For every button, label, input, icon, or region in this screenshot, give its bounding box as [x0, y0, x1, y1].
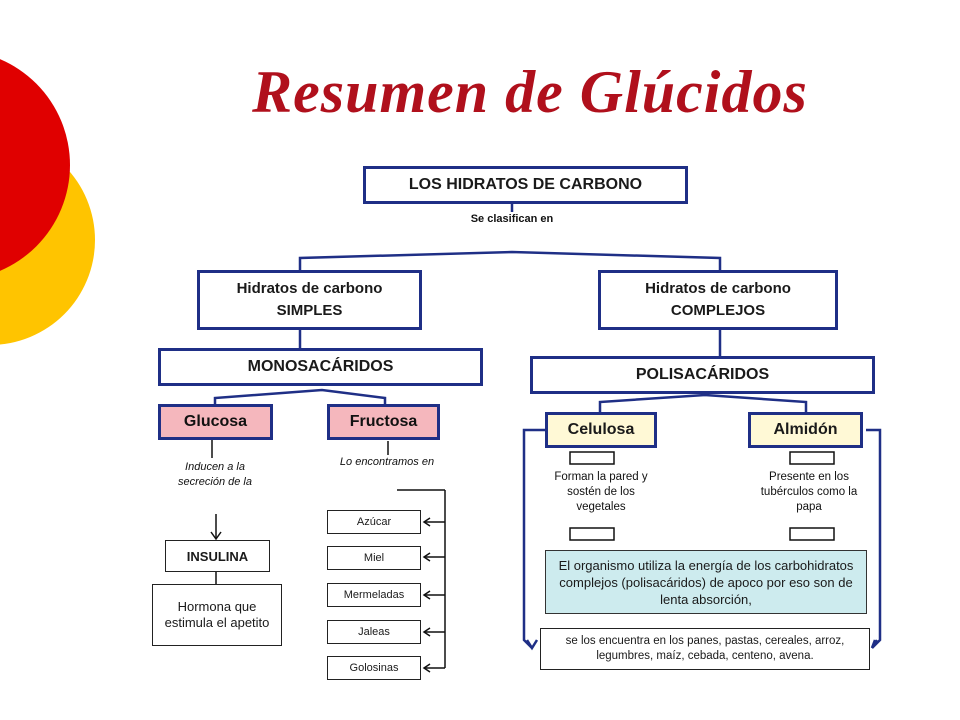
- red-circle: [0, 59, 70, 271]
- insulina-node: INSULINA: [165, 540, 270, 572]
- fructosa-item-golosinas: Golosinas: [327, 656, 421, 680]
- fructosa-item-azucar: Azúcar: [327, 510, 421, 534]
- fructosa-item-jaleas: Jaleas: [327, 620, 421, 644]
- simples-line2: SIMPLES: [276, 302, 343, 319]
- almidon-desc: Presente en los tubérculos como la papa: [760, 471, 858, 513]
- absorcion-node: El organismo utiliza la energía de los c…: [545, 550, 867, 614]
- simples-line1: Hidratos de carbono: [236, 280, 383, 297]
- glucosa-node: Glucosa: [158, 404, 273, 440]
- fructosa-node: Fructosa: [327, 404, 440, 440]
- fructosa-item-miel: Miel: [327, 546, 421, 570]
- fructosa-item-mermeladas: Mermeladas: [327, 583, 421, 607]
- simples-node: Hidratos de carbono SIMPLES: [197, 270, 422, 330]
- complejos-line2: COMPLEJOS: [670, 302, 766, 319]
- fructosa-connector-label: Lo encontramos en: [339, 456, 435, 468]
- root-node: LOS HIDRATOS DE CARBONO: [363, 166, 688, 204]
- monosacaridos-node: MONOSACÁRIDOS: [158, 348, 483, 386]
- glucosa-connector-label: Inducen a la secreción de la: [178, 461, 252, 488]
- root-connector-label: Se clasifican en: [470, 213, 554, 225]
- celulosa-desc: Forman la pared y sostén de los vegetale…: [554, 471, 648, 513]
- complejos-line1: Hidratos de carbono: [645, 280, 791, 297]
- almidon-node: Almidón: [748, 412, 863, 448]
- polisacaridos-node: POLISACÁRIDOS: [530, 356, 875, 394]
- complejos-node: Hidratos de carbono COMPLEJOS: [598, 270, 838, 330]
- celulosa-node: Celulosa: [545, 412, 657, 448]
- alimentos-node: se los encuentra en los panes, pastas, c…: [540, 628, 870, 670]
- page-title: Resumen de Glúcidos: [252, 59, 808, 125]
- insulina-desc-node: Hormona que estimula el apetito: [152, 584, 282, 646]
